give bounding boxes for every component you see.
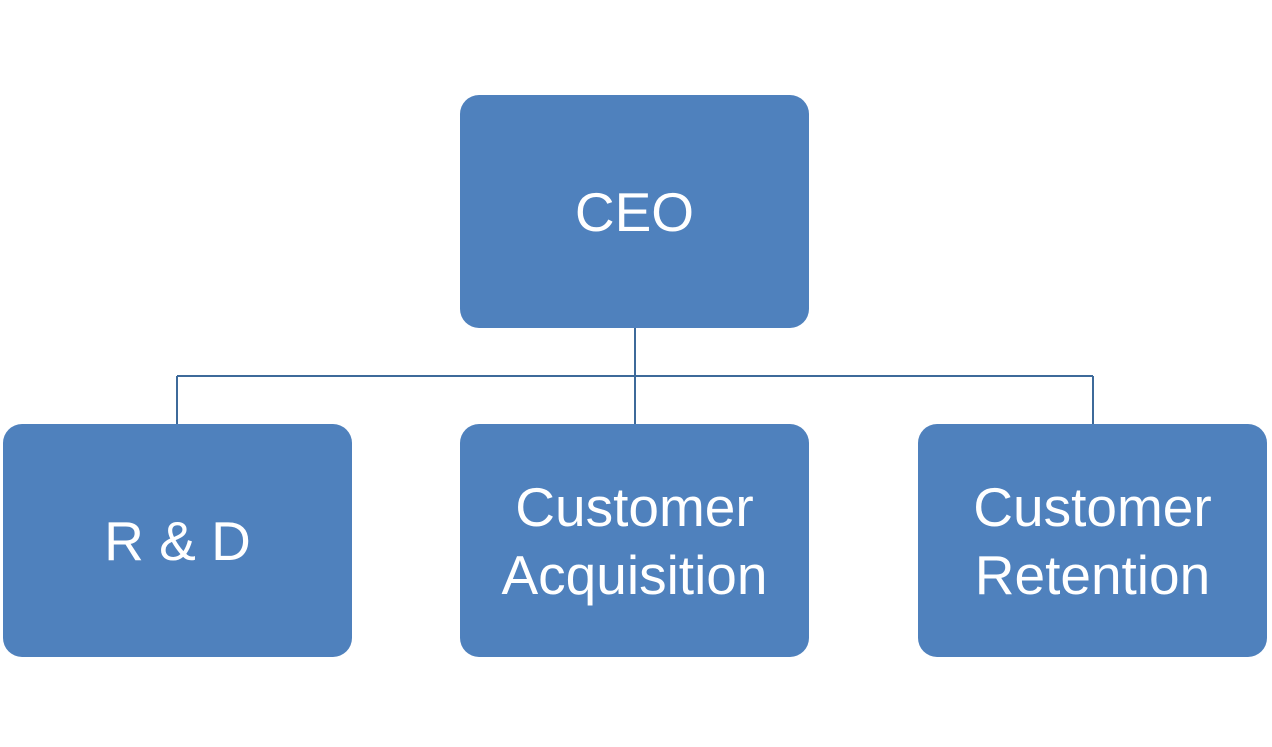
node-customer-acquisition: Customer Acquisition [460,424,809,657]
node-customer-retention: Customer Retention [918,424,1267,657]
node-customer-retention-label-line2: Retention [974,543,1211,606]
node-ceo-label: CEO [574,180,695,243]
node-customer-acquisition-label-line2: Acquisition [501,543,768,606]
node-customer-acquisition-label-line1: Customer [515,475,754,538]
node-customer-retention-label-line1: Customer [973,475,1212,538]
node-r-and-d: R & D [3,424,352,657]
node-ceo: CEO [460,95,809,328]
node-r-and-d-label: R & D [104,509,251,572]
